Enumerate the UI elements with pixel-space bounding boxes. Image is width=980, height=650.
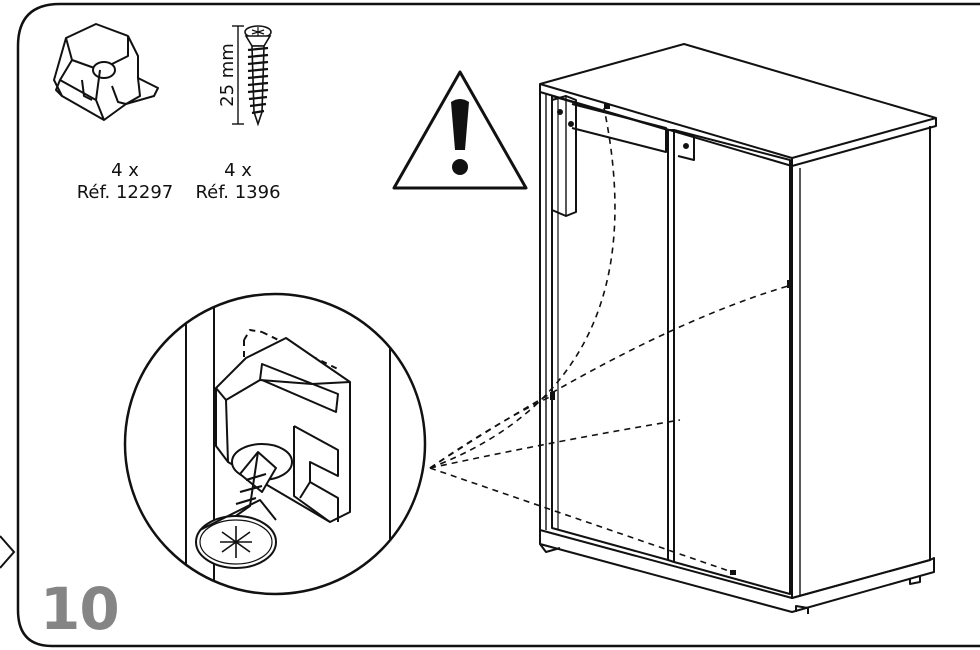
page-frame: [16, 2, 980, 648]
part-quantity: 4 x: [224, 160, 252, 181]
connector-lines: [429, 107, 789, 573]
part-quantity: 4 x: [111, 160, 139, 181]
magnifier-detail-icon: [123, 292, 427, 596]
step-number: 10: [40, 575, 120, 643]
part-reference: Réf. 12297: [76, 182, 174, 203]
warning-triangle-icon: [392, 70, 528, 190]
part-reference: Réf. 1396: [195, 182, 281, 203]
screw-icon: [232, 25, 272, 127]
previous-step-arrow-icon: [0, 535, 16, 569]
screw-length-label: 25 mm: [217, 43, 238, 107]
cabinet-drawing: [539, 43, 937, 614]
corner-bracket-icon: [53, 23, 159, 121]
